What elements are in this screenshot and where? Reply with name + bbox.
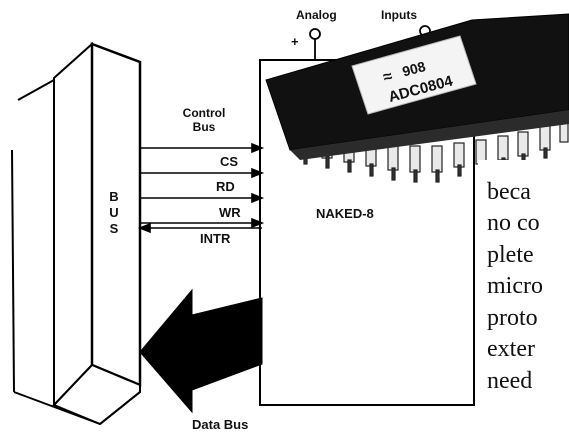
bus-column: B U S — [12, 44, 140, 424]
text-fragment: no co — [487, 210, 540, 236]
analog-plus-terminal — [310, 29, 320, 39]
control-bus-label-line2: Bus — [193, 120, 216, 134]
data-bus-arrow — [140, 290, 262, 412]
bus-letter-s: S — [110, 221, 119, 236]
signal-lines — [140, 144, 262, 232]
analog-label: Analog — [296, 8, 337, 22]
article-text-fragments: beca no co plete micro proto exter need — [487, 179, 543, 394]
text-fragment: exter — [487, 336, 535, 362]
text-fragment: proto — [487, 305, 538, 331]
bus-letter-b: B — [109, 189, 118, 204]
inputs-label: Inputs — [381, 8, 417, 22]
text-fragment: plete — [487, 242, 534, 268]
signal-cs: CS — [220, 154, 238, 169]
adc0804-chip: ≈ 908 ADC0804 — [266, 14, 569, 182]
text-fragment: beca — [487, 179, 531, 205]
text-fragment: need — [487, 368, 532, 394]
board-label: NAKED-8 — [316, 206, 374, 221]
signal-rd: RD — [216, 179, 235, 194]
plus-sign: + — [291, 34, 299, 49]
control-bus-label-line1: Control — [183, 106, 226, 120]
bus-letter-u: U — [109, 205, 118, 220]
signal-intr: INTR — [200, 231, 231, 246]
signal-wr: WR — [219, 205, 241, 220]
text-fragment: micro — [487, 273, 543, 299]
data-bus-label: Data Bus — [192, 417, 248, 432]
